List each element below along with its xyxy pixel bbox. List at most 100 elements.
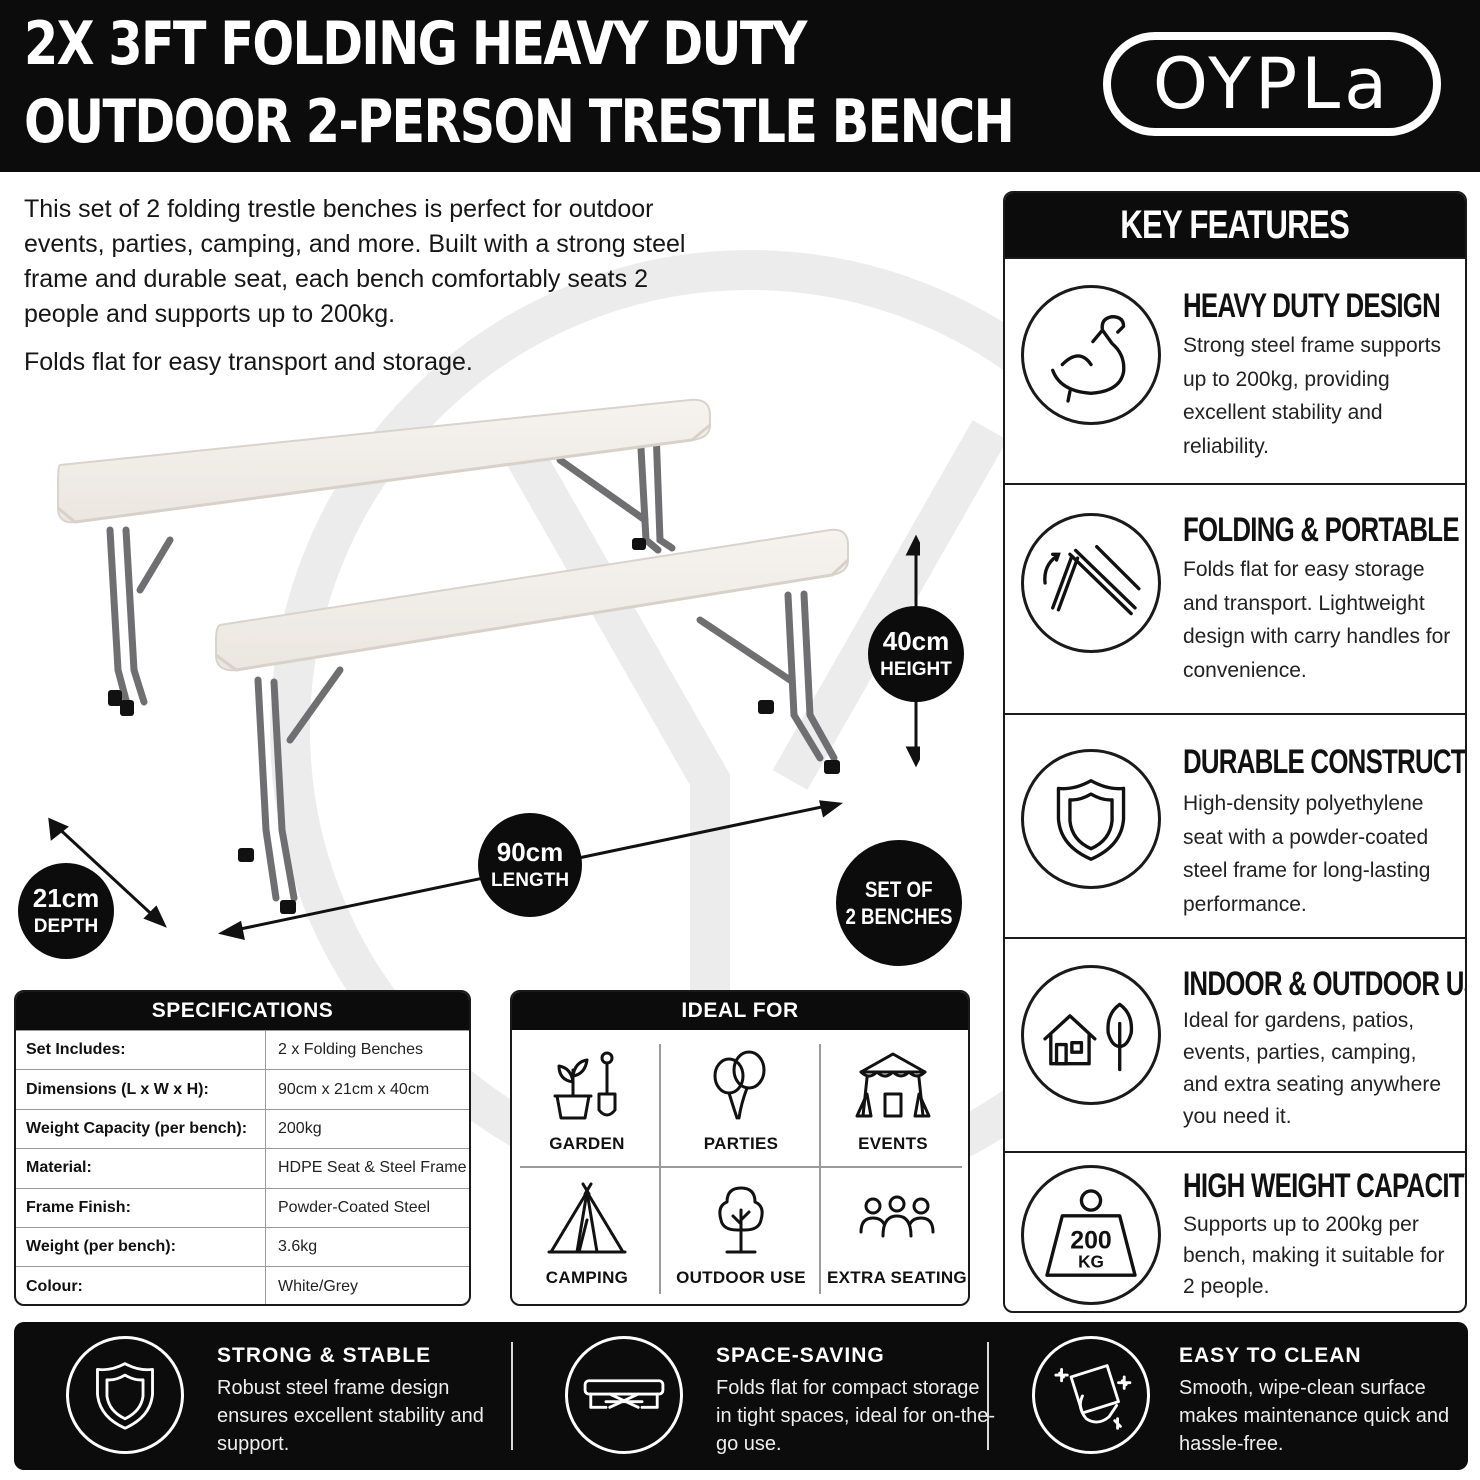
intro-paragraph-2: Folds flat for easy transport and storag… xyxy=(24,348,473,376)
table-row: Weight Capacity (per bench): 200kg xyxy=(16,1108,469,1149)
feature-folding-portable: FOLDING & PORTABLE Folds flat for easy s… xyxy=(1005,483,1465,713)
ideal-label: OUTDOOR USE xyxy=(676,1268,806,1287)
length-badge: 90cm LENGTH xyxy=(478,813,582,917)
product-title-line-1: 2X 3FT FOLDING HEAVY DUTY xyxy=(24,9,807,79)
length-value: 90cm xyxy=(496,837,564,868)
length-label: LENGTH xyxy=(490,869,570,891)
spec-key: Weight (per bench): xyxy=(16,1227,266,1267)
ideal-label: GARDEN xyxy=(549,1134,625,1153)
spec-key: Frame Finish: xyxy=(16,1188,266,1227)
feature-durable-construction: DURABLE CONSTRUCTION High-density polyet… xyxy=(1005,713,1465,937)
depth-value: 21cm xyxy=(32,883,100,914)
table-row: Material: HDPE Seat & Steel Frame xyxy=(16,1148,469,1188)
divider xyxy=(659,1044,661,1294)
house-tree-icon xyxy=(1021,965,1161,1105)
weight-icon-number: 200 xyxy=(1070,1226,1112,1254)
weight-icon-unit: KG xyxy=(1078,1252,1104,1272)
spec-key: Weight Capacity (per bench): xyxy=(16,1109,266,1149)
shield-icon xyxy=(66,1336,184,1454)
table-row: Set Includes: 2 x Folding Benches xyxy=(16,1030,469,1070)
feature-desc: Strong steel frame supports up to 200kg,… xyxy=(1183,334,1441,458)
bench-illustration xyxy=(48,398,920,941)
depth-label: DEPTH xyxy=(33,915,99,937)
height-label: HEIGHT xyxy=(880,658,952,680)
benefit-title: STRONG & STABLE xyxy=(217,1344,432,1367)
benefit-desc: Robust steel frame design ensures excell… xyxy=(217,1377,484,1455)
divider xyxy=(511,1342,513,1450)
spec-value: 90cm x 21cm x 40cm xyxy=(278,1080,430,1098)
spec-key: Colour: xyxy=(16,1267,266,1304)
set-badge: SET OF 2 BENCHES xyxy=(836,840,962,966)
intro-text: This set of 2 folding trestle benches is… xyxy=(24,192,724,380)
feature-title: HEAVY DUTY DESIGN xyxy=(1183,287,1441,325)
set-line-1: SET OF xyxy=(865,876,933,902)
shield-icon xyxy=(1021,749,1161,889)
ideal-label: EVENTS xyxy=(858,1134,928,1153)
table-row: Colour: White/Grey xyxy=(16,1266,469,1304)
height-value: 40cm xyxy=(882,626,950,657)
folding-legs-icon xyxy=(1021,513,1161,653)
brand-logo: OYPLa xyxy=(1103,32,1441,136)
set-line-2: 2 BENCHES xyxy=(845,904,953,929)
divider xyxy=(520,1166,962,1168)
people-icon xyxy=(859,1195,935,1238)
ideal-label: EXTRA SEATING xyxy=(827,1268,967,1287)
ideal-item-events: EVENTS xyxy=(818,1040,968,1165)
feature-high-weight-capacity: 200 KG HIGH WEIGHT CAPACITY Supports up … xyxy=(1005,1151,1467,1311)
spec-key: Set Includes: xyxy=(16,1031,266,1070)
benefit-desc: Smooth, wipe-clean surface makes mainten… xyxy=(1179,1377,1450,1455)
spec-value: HDPE Seat & Steel Frame xyxy=(278,1159,467,1177)
ideal-label: CAMPING xyxy=(545,1268,629,1287)
brand-logo-text: OYPLa xyxy=(1152,43,1392,125)
divider xyxy=(819,1044,821,1294)
ideal-label: PARTIES xyxy=(703,1134,779,1153)
feature-title: HIGH WEIGHT CAPACITY xyxy=(1183,1167,1467,1205)
key-features-panel: KEY FEATURES HEAVY DUTY DESIGN Strong st… xyxy=(1003,191,1467,1313)
spec-value: White/Grey xyxy=(278,1277,359,1295)
feature-heavy-duty: HEAVY DUTY DESIGN Strong steel frame sup… xyxy=(1005,257,1465,483)
divider xyxy=(987,1342,989,1450)
specifications-heading: SPECIFICATIONS xyxy=(16,992,469,1030)
benefit-desc: Folds flat for compact storage in tight … xyxy=(716,1377,996,1455)
table-row: Frame Finish: Powder-Coated Steel xyxy=(16,1187,469,1227)
spec-value: 3.6kg xyxy=(278,1238,318,1256)
feature-title: DURABLE CONSTRUCTION xyxy=(1183,743,1466,781)
balloons-icon xyxy=(713,1050,766,1120)
folded-bench-icon xyxy=(565,1336,683,1454)
tree-icon xyxy=(718,1186,764,1254)
ideal-for-heading: IDEAL FOR xyxy=(512,992,968,1030)
ideal-item-garden: GARDEN xyxy=(512,1040,662,1165)
feature-desc: Ideal for gardens, patios, events, parti… xyxy=(1183,1009,1441,1128)
spec-value: 2 x Folding Benches xyxy=(278,1041,423,1059)
feature-desc: Folds flat for easy storage and transpor… xyxy=(1183,558,1451,682)
depth-badge: 21cm DEPTH xyxy=(18,863,114,959)
table-row: Weight (per bench): 3.6kg xyxy=(16,1226,469,1267)
header-banner: 2X 3FT FOLDING HEAVY DUTY OUTDOOR 2-PERS… xyxy=(0,0,1480,172)
height-badge: 40cm HEIGHT xyxy=(868,606,964,702)
feature-title: INDOOR & OUTDOOR USE xyxy=(1183,965,1467,1003)
bottom-benefits-band: STRONG & STABLE Robust steel frame desig… xyxy=(14,1322,1468,1470)
ideal-item-parties: PARTIES xyxy=(666,1040,816,1165)
specifications-table: SPECIFICATIONS Set Includes: 2 x Folding… xyxy=(14,990,471,1306)
intro-paragraph-1: This set of 2 folding trestle benches is… xyxy=(24,195,686,328)
ideal-item-extra-seating: EXTRA SEATING xyxy=(822,1174,968,1299)
weight-icon: 200 KG xyxy=(1021,1165,1161,1305)
tent-icon xyxy=(547,1182,627,1254)
gazebo-icon xyxy=(855,1052,931,1118)
spec-key: Material: xyxy=(16,1149,266,1188)
spec-value: Powder-Coated Steel xyxy=(278,1198,431,1216)
feature-desc: High-density polyethylene seat with a po… xyxy=(1183,792,1431,916)
plant-pot-icon xyxy=(553,1051,617,1120)
benefit-title: SPACE-SAVING xyxy=(716,1344,885,1367)
product-title-line-2: OUTDOOR 2-PERSON TRESTLE BENCH xyxy=(24,87,1015,157)
feature-indoor-outdoor: INDOOR & OUTDOOR USE Ideal for gardens, … xyxy=(1005,937,1465,1151)
feature-title: FOLDING & PORTABLE xyxy=(1183,511,1460,549)
benefit-title: EASY TO CLEAN xyxy=(1179,1344,1362,1367)
spec-value: 200kg xyxy=(278,1119,322,1137)
spec-key: Dimensions (L x W x H): xyxy=(16,1070,266,1109)
table-row: Dimensions (L x W x H): 90cm x 21cm x 40… xyxy=(16,1069,469,1109)
key-features-heading: KEY FEATURES xyxy=(1005,193,1465,257)
feature-desc: Supports up to 200kg per bench, making i… xyxy=(1183,1213,1445,1298)
flexed-arm-icon xyxy=(1021,285,1161,425)
ideal-for-panel: IDEAL FOR GARDEN PARTIES EVENTS xyxy=(510,990,970,1306)
